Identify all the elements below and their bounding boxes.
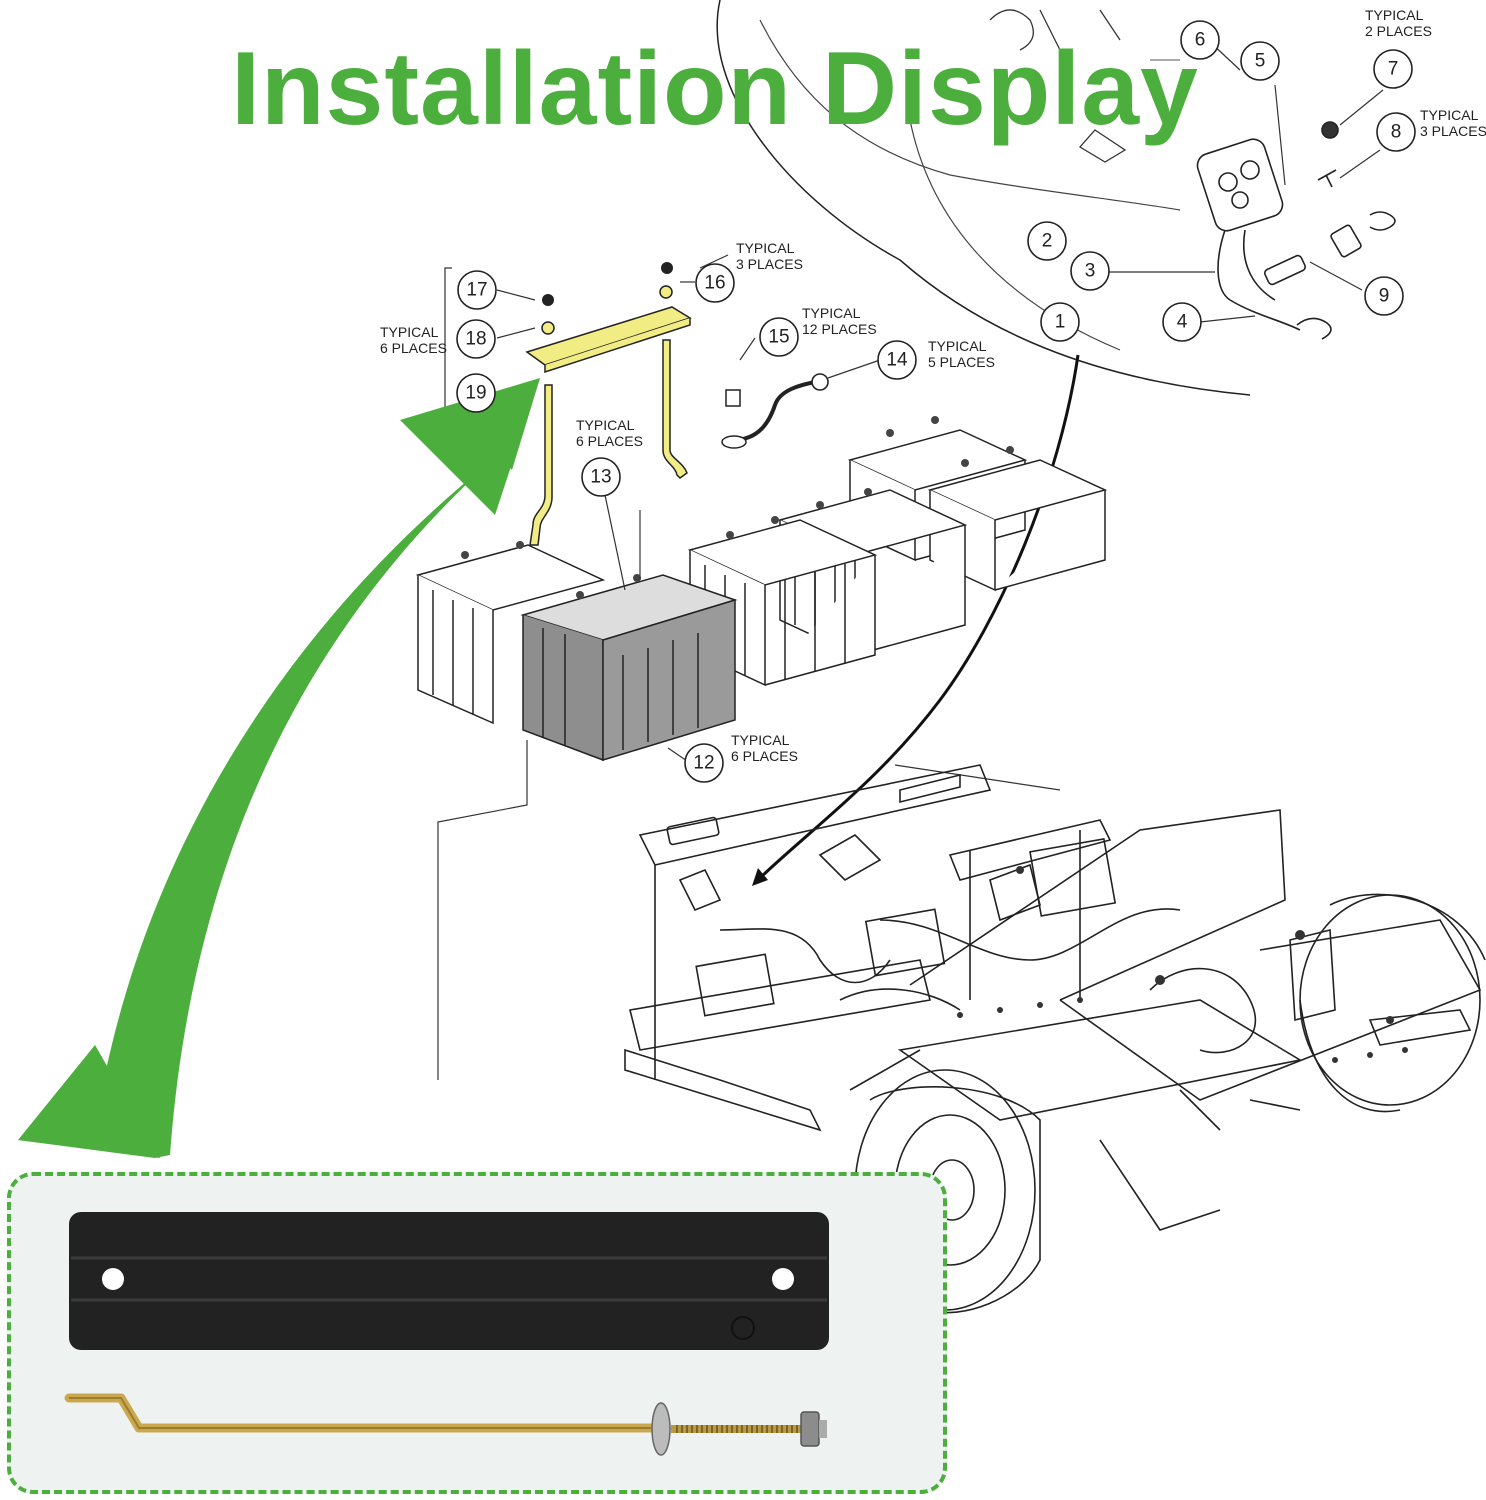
typical-label-line: 3 PLACES (736, 256, 803, 272)
callout-18: 18 (456, 319, 496, 359)
callout-circle (877, 340, 917, 380)
typical-label-line: TYPICAL (576, 417, 635, 433)
j-bolt-rod-icon (64, 1393, 827, 1456)
callout-1: 1 (1040, 302, 1080, 342)
hold-down-plate-icon (69, 1212, 829, 1350)
callout-number: 17 (466, 280, 487, 301)
callout-circle (581, 457, 621, 497)
callout-6: 6 (1180, 20, 1220, 60)
callout-circle (457, 270, 497, 310)
typical-label-line: 6 PLACES (731, 748, 798, 764)
callout-number: 4 (1177, 312, 1188, 333)
typical-label-line: TYPICAL (1365, 7, 1424, 23)
callout-circle (1364, 276, 1404, 316)
callout-circle (1376, 112, 1416, 152)
callout-circle (1040, 302, 1080, 342)
callout-circle (684, 743, 724, 783)
callout-circle (759, 317, 799, 357)
callout-number: 9 (1379, 286, 1390, 307)
callout-14: 14 (877, 340, 917, 380)
product-inset-panel (7, 1172, 947, 1494)
charger-receptacle-icon (1196, 121, 1396, 340)
typical-label-line: 3 PLACES (1420, 123, 1486, 139)
callout-circle (456, 319, 496, 359)
typical-label-line: TYPICAL (736, 240, 795, 256)
callout-2: 2 (1027, 221, 1067, 261)
callout-circle (1180, 20, 1220, 60)
typical-label-line: 2 PLACES (1365, 23, 1432, 39)
typical-label-line: TYPICAL (928, 338, 987, 354)
callout-12: 12 (684, 743, 724, 783)
callout-number: 3 (1085, 261, 1096, 282)
callout-number: 8 (1391, 122, 1402, 143)
callout-13: 13 (581, 457, 621, 497)
callout-9: 9 (1364, 276, 1404, 316)
page-title: Installation Display (231, 31, 1199, 147)
callout-number: 15 (768, 327, 789, 348)
hold-down-kit-highlight (525, 285, 692, 546)
typical-label-line: TYPICAL (731, 732, 790, 748)
callout-5: 5 (1240, 41, 1280, 81)
callout-16: 16 (695, 263, 735, 303)
callout-circle (1373, 49, 1413, 89)
callout-19: 19 (456, 373, 496, 413)
callout-17: 17 (457, 270, 497, 310)
typical-label-line: TYPICAL (380, 324, 439, 340)
callout-number: 6 (1195, 30, 1206, 51)
callout-number: 1 (1055, 312, 1066, 333)
callout-3: 3 (1070, 251, 1110, 291)
callout-number: 18 (465, 329, 486, 350)
callout-number: 16 (704, 273, 725, 294)
callout-circle (1027, 221, 1067, 261)
typical-label-line: 12 PLACES (802, 321, 877, 337)
product-photo (64, 1212, 829, 1456)
battery-pack-icon (415, 429, 1108, 762)
callout-8: 8 (1376, 112, 1416, 152)
curved-arrow-icon (18, 378, 540, 1158)
callout-7: 7 (1373, 49, 1413, 89)
callout-number: 5 (1255, 51, 1266, 72)
detail-circle-inner (759, 19, 1181, 211)
typical-label-line: TYPICAL (1420, 107, 1479, 123)
typical-label-line: 6 PLACES (380, 340, 447, 356)
typical-label-line: 5 PLACES (928, 354, 995, 370)
callout-circle (695, 263, 735, 303)
typical-label-line: TYPICAL (802, 305, 861, 321)
detail-circle-outline (716, 0, 1251, 396)
callout-number: 19 (465, 383, 486, 404)
callout-15: 15 (759, 317, 799, 357)
callout-number: 7 (1388, 59, 1399, 80)
callout-circle (1240, 41, 1280, 81)
callout-circle (1162, 302, 1202, 342)
callout-number: 12 (693, 753, 714, 774)
callout-circle (456, 373, 496, 413)
callout-number: 2 (1042, 231, 1053, 252)
callout-4: 4 (1162, 302, 1202, 342)
typical-label-line: 6 PLACES (576, 433, 643, 449)
callout-number: 14 (886, 350, 908, 371)
callout-circle (1070, 251, 1110, 291)
detail-pointer-line (758, 354, 1080, 880)
callout-number: 13 (590, 467, 611, 488)
